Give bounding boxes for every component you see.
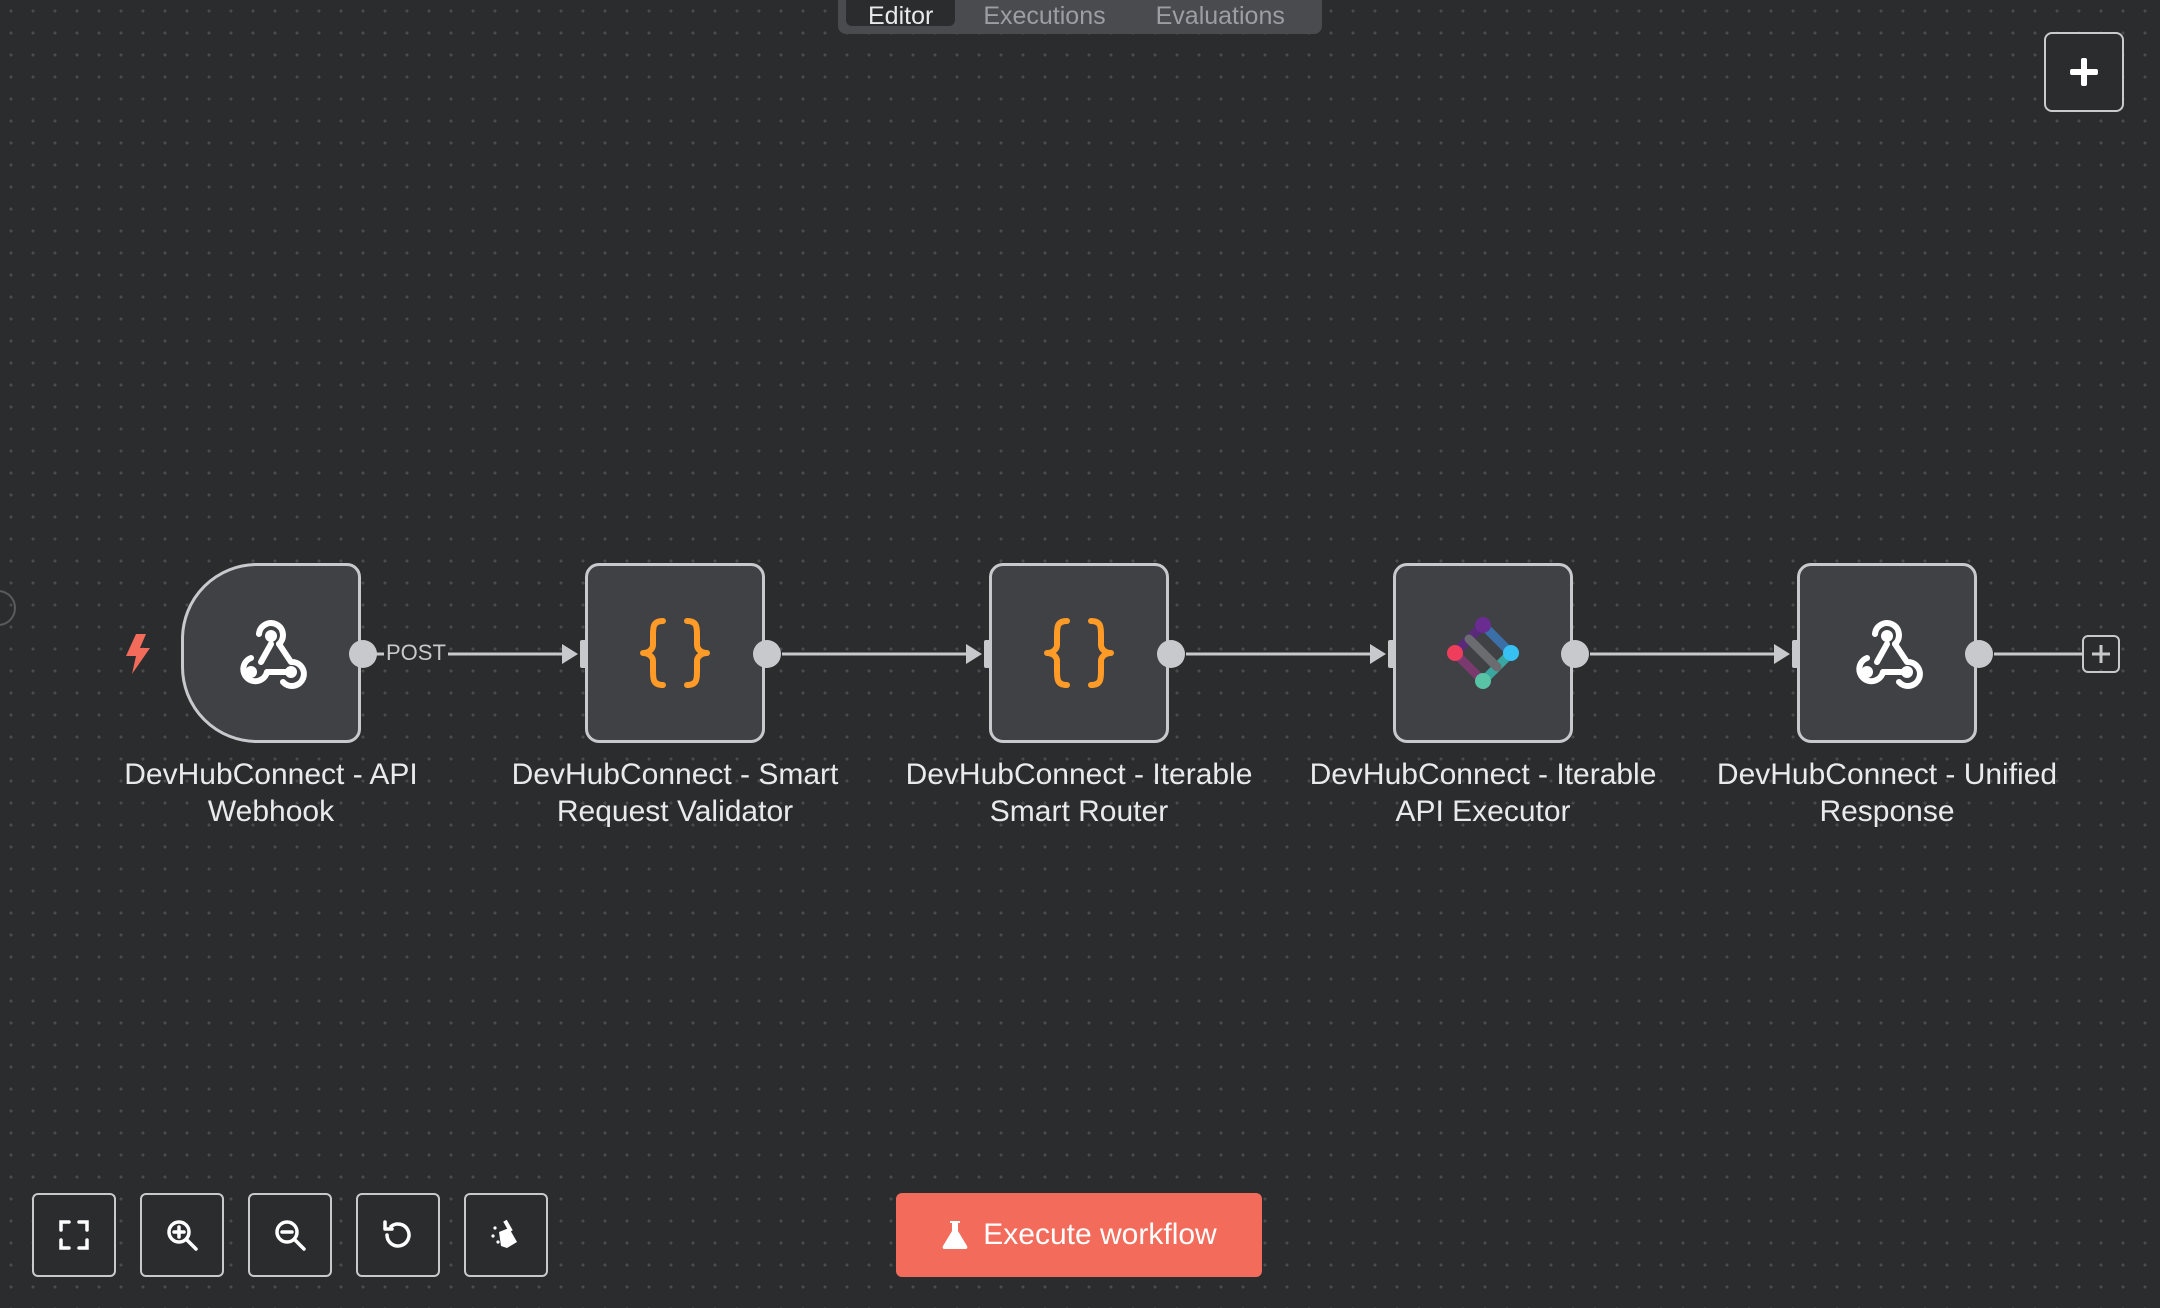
output-port[interactable] [753,640,781,668]
node-iterable-api-executor[interactable] [1393,563,1573,743]
zoom-out-icon [275,1220,306,1251]
tidy-up-button[interactable] [464,1193,548,1277]
flask-icon [942,1221,968,1249]
fit-view-icon [59,1220,89,1250]
node-api-webhook[interactable] [181,563,361,743]
tab-executions[interactable]: Executions [983,2,1106,27]
execute-workflow-label: Execute workflow [983,1218,1217,1251]
node-label: DevHubConnect - Iterable Smart Router [905,758,1253,828]
webhook-icon [1856,620,1923,689]
view-tabs: Editor Executions Evaluations [838,0,1322,34]
trigger-bolt-icon [122,632,154,676]
arrow-head [1370,644,1386,664]
zoom-out-button[interactable] [248,1193,332,1277]
tab-editor[interactable]: Editor [846,0,956,26]
reset-zoom-icon [383,1220,411,1248]
fit-view-button[interactable] [32,1193,116,1277]
tab-evaluations[interactable]: Evaluations [1155,2,1285,27]
reset-zoom-button[interactable] [356,1193,440,1277]
plus-icon [2070,58,2098,86]
output-port[interactable] [1561,640,1589,668]
webhook-icon [240,620,307,689]
output-port[interactable] [349,640,377,668]
node-iterable-smart-router[interactable] [989,563,1169,743]
arrow-head [966,644,982,664]
zoom-in-icon [167,1220,198,1251]
connection-label: POST [384,640,448,666]
add-next-node-button[interactable] [2082,635,2120,673]
arrow-head [562,644,578,664]
zoom-in-button[interactable] [140,1193,224,1277]
node-unified-response[interactable] [1797,563,1977,743]
node-label: DevHubConnect - API Webhook [124,758,418,828]
node-label: DevHubConnect - Smart Request Validator [511,758,839,828]
output-port[interactable] [1157,640,1185,668]
tidy-up-icon [491,1219,517,1248]
output-port[interactable] [1965,640,1993,668]
code-braces-icon [1044,618,1114,688]
node-smart-request-validator[interactable] [585,563,765,743]
node-label: DevHubConnect - Unified Response [1716,758,2058,828]
node-label: DevHubConnect - Iterable API Executor [1309,758,1657,828]
plus-icon [2092,645,2110,663]
code-braces-icon [640,618,710,688]
iterable-logo-icon [1447,617,1519,689]
arrow-head [1774,644,1790,664]
add-node-button[interactable] [2044,32,2124,112]
execute-workflow-button[interactable]: Execute workflow [896,1193,1262,1277]
